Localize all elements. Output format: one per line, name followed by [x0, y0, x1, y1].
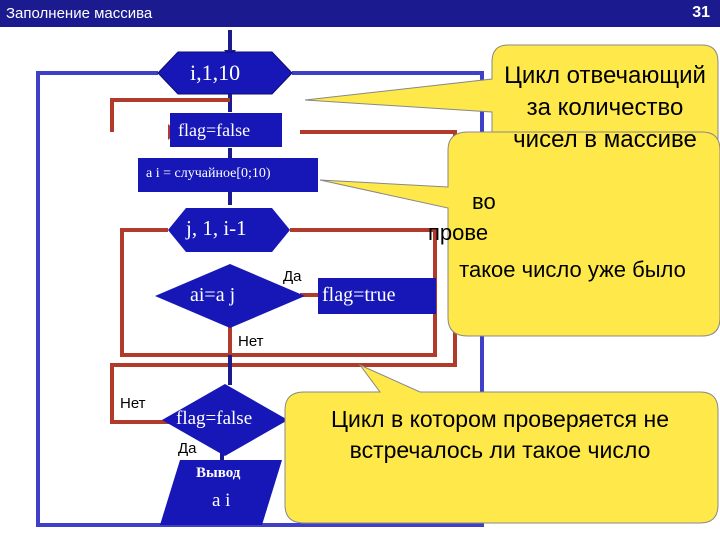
loop-i-shape	[157, 51, 293, 95]
label-yes-compare: Да	[283, 268, 302, 285]
flag-true-label: flag=true	[322, 284, 396, 306]
assign-ai-shape	[138, 158, 318, 192]
slide-title: Заполнение массива	[6, 5, 153, 22]
callout-outer-loop-text: Цикл отвечающий за количество чисел в ма…	[504, 62, 706, 153]
loop-j-label: j, 1, i-1	[186, 216, 247, 240]
label-yes-check: Да	[178, 440, 197, 457]
callout-hidden-fragment-2: прове	[428, 220, 489, 245]
loop-j-shape	[168, 208, 290, 252]
output-label: Вывод	[196, 465, 241, 481]
callout-hidden-fragment-1: во	[472, 189, 496, 214]
check-flag-label: flag=false	[176, 408, 253, 429]
output-var: a i	[212, 490, 231, 511]
assign-ai-label: a i = случайное[0;10)	[146, 166, 271, 181]
label-no-compare: Нет	[238, 333, 264, 350]
loop-i-label: i,1,10	[190, 60, 241, 85]
flag-false-shape	[170, 113, 282, 147]
callout-inner-loop-text: Цикл в котором проверяется не встречалос…	[331, 406, 669, 463]
inner-loop-line-left	[120, 228, 232, 357]
check-flag-shape	[162, 384, 288, 456]
flag-false-label: flag=false	[178, 120, 251, 140]
flag-loop-line	[110, 130, 457, 424]
compare-shape	[155, 264, 305, 328]
title-bar: Заполнение массива 31	[0, 0, 720, 27]
label-no-check: Нет	[120, 395, 146, 412]
callout-inner-loop	[284, 363, 719, 524]
callout-check-number	[319, 131, 720, 337]
flag-loop-line-2	[110, 98, 230, 132]
compare-label: ai=a j	[190, 284, 236, 306]
flag-true-shape	[318, 278, 436, 314]
output-shape	[160, 460, 282, 525]
callout-check-number-text: такое число уже было	[459, 257, 686, 282]
page-number: 31	[692, 4, 710, 21]
